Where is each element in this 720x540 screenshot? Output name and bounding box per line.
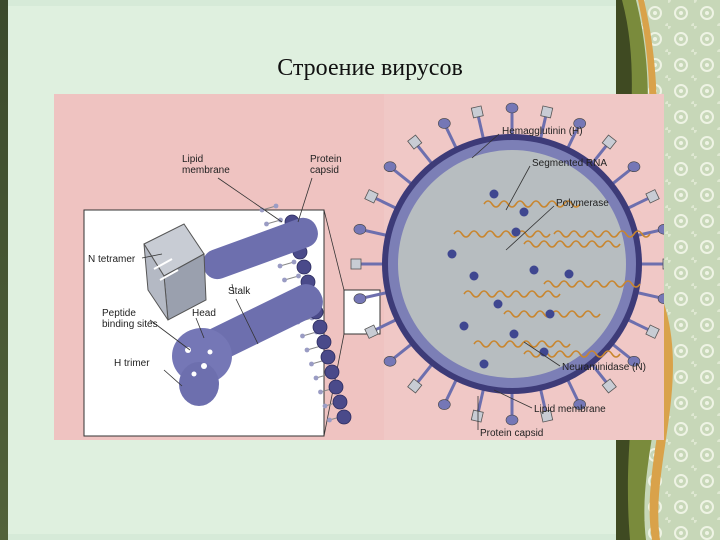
- slide-left-strip: [0, 0, 8, 540]
- h-trimer-shape: [172, 284, 323, 406]
- label-segmented-rna: Segmented RNA: [532, 158, 607, 169]
- virus-particle: [350, 102, 664, 426]
- label-polymerase: Polymerase: [556, 198, 609, 209]
- label-hemagglutinin: Hemagglutinin (H): [502, 126, 583, 137]
- leader-lines: [141, 133, 561, 430]
- label-head: Head: [192, 308, 216, 319]
- label-protein-capsid-right: Protein capsid: [480, 428, 543, 439]
- virus-interior: [398, 150, 626, 378]
- label-stalk: Stalk: [228, 286, 251, 297]
- label-lipid-membrane-right: Lipid membrane: [534, 404, 606, 415]
- label-h-trimer: H trimer: [114, 358, 150, 369]
- slide-title: Строение вирусов: [277, 55, 463, 81]
- label-n-tetramer: N tetramer: [88, 254, 136, 265]
- label-neuraminidase: Neuraminidase (N): [562, 362, 646, 373]
- n-tetramer-shape: [143, 217, 318, 321]
